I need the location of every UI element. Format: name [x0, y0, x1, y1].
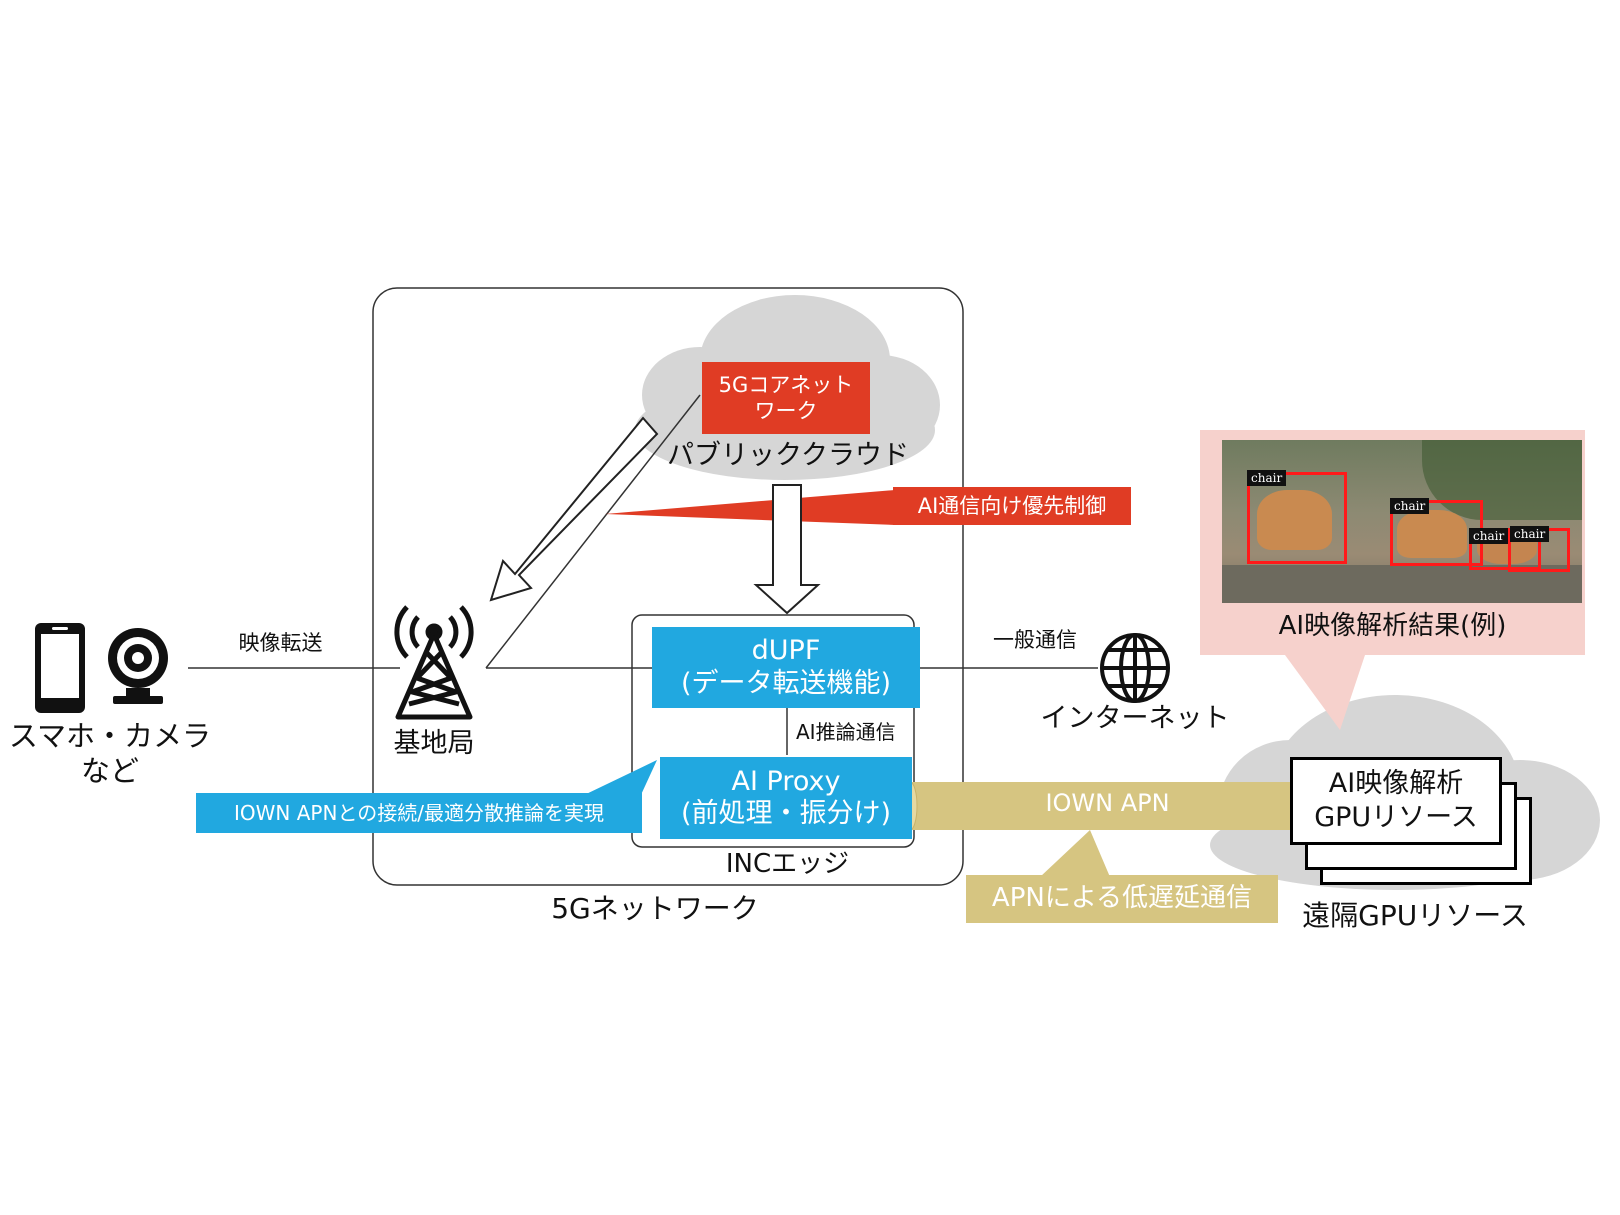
foliage-shape	[1422, 440, 1582, 520]
core-network-label-line2: ワーク	[754, 399, 818, 423]
public-cloud-label: パブリッククラウド	[667, 440, 909, 471]
apn-low-latency-callout: APNによる低遅延通信	[966, 875, 1278, 923]
base-to-core-line	[485, 394, 701, 669]
dupf-box: dUPF (データ転送機能)	[652, 627, 920, 708]
video-transfer-label: 映像転送	[238, 631, 323, 655]
devices-label-line2: など	[80, 754, 139, 788]
iown-connect-callout-tail	[580, 760, 657, 797]
result-callout-tail	[1285, 655, 1365, 730]
internet-label: インターネット	[1040, 703, 1230, 734]
chair-shape-2	[1397, 510, 1467, 558]
inc-edge-label: INCエッジ	[725, 849, 850, 879]
dupf-label-line2: (データ転送機能)	[680, 667, 892, 699]
iown-apn-tube	[910, 782, 1305, 830]
general-comm-label: 一般通信	[993, 628, 1077, 652]
priority-control-label: AI通信向け優先制御	[917, 493, 1107, 518]
apn-low-latency-label: APNによる低遅延通信	[991, 883, 1253, 914]
ai-inference-label: AI推論通信	[796, 720, 896, 744]
apn-callout-tail	[1040, 830, 1110, 877]
analysis-video-frame: chair chair chair chair	[1222, 440, 1582, 603]
iown-connect-callout: IOWN APNとの接続/最適分散推論を実現	[196, 793, 642, 833]
cloud-to-dupf-arrow	[753, 484, 821, 615]
ai-proxy-label-line2: (前処理・振分け)	[680, 798, 892, 829]
dupf-label-line1: dUPF	[751, 635, 821, 667]
analysis-result-panel: chair chair chair chair AI映像解析結果(例)	[1200, 430, 1585, 655]
iown-apn-label: IOWN APN	[1045, 789, 1170, 817]
globe-icon	[1100, 633, 1170, 703]
webcam-icon	[108, 628, 168, 704]
iown-connect-label: IOWN APNとの接続/最適分散推論を実現	[234, 801, 604, 825]
detection-box-1	[1247, 472, 1347, 564]
detection-tag-1: chair	[1247, 470, 1287, 486]
ai-proxy-box: AI Proxy (前処理・振分け)	[660, 757, 912, 839]
analysis-result-label: AI映像解析結果(例)	[1278, 611, 1507, 641]
smartphone-icon	[35, 623, 85, 713]
detection-tag-3: chair	[1469, 528, 1509, 544]
core-network-box: 5Gコアネット ワーク	[702, 362, 870, 434]
ai-proxy-label-line1: AI Proxy	[731, 765, 841, 797]
network-5g-label: 5Gネットワーク	[551, 892, 759, 925]
gpu-resource-label-line2: GPUリソース	[1314, 802, 1478, 833]
gpu-resource-label-line1: AI映像解析	[1328, 768, 1464, 800]
priority-control-badge: AI通信向け優先制御	[893, 487, 1131, 525]
priority-wedge	[605, 490, 895, 525]
core-to-base-arrow	[489, 416, 659, 602]
base-station-label: 基地局	[393, 728, 475, 759]
detection-tag-2: chair	[1390, 498, 1430, 514]
core-network-label-line1: 5Gコアネット	[718, 372, 854, 397]
remote-gpu-label: 遠隔GPUリソース	[1302, 899, 1528, 932]
gpu-resource-card: AI映像解析 GPUリソース	[1290, 757, 1502, 845]
antenna-tower-icon	[394, 605, 474, 720]
devices-label-line1: スマホ・カメラ	[8, 719, 212, 753]
detection-tag-4: chair	[1510, 526, 1550, 542]
chair-shape-1	[1257, 490, 1332, 550]
